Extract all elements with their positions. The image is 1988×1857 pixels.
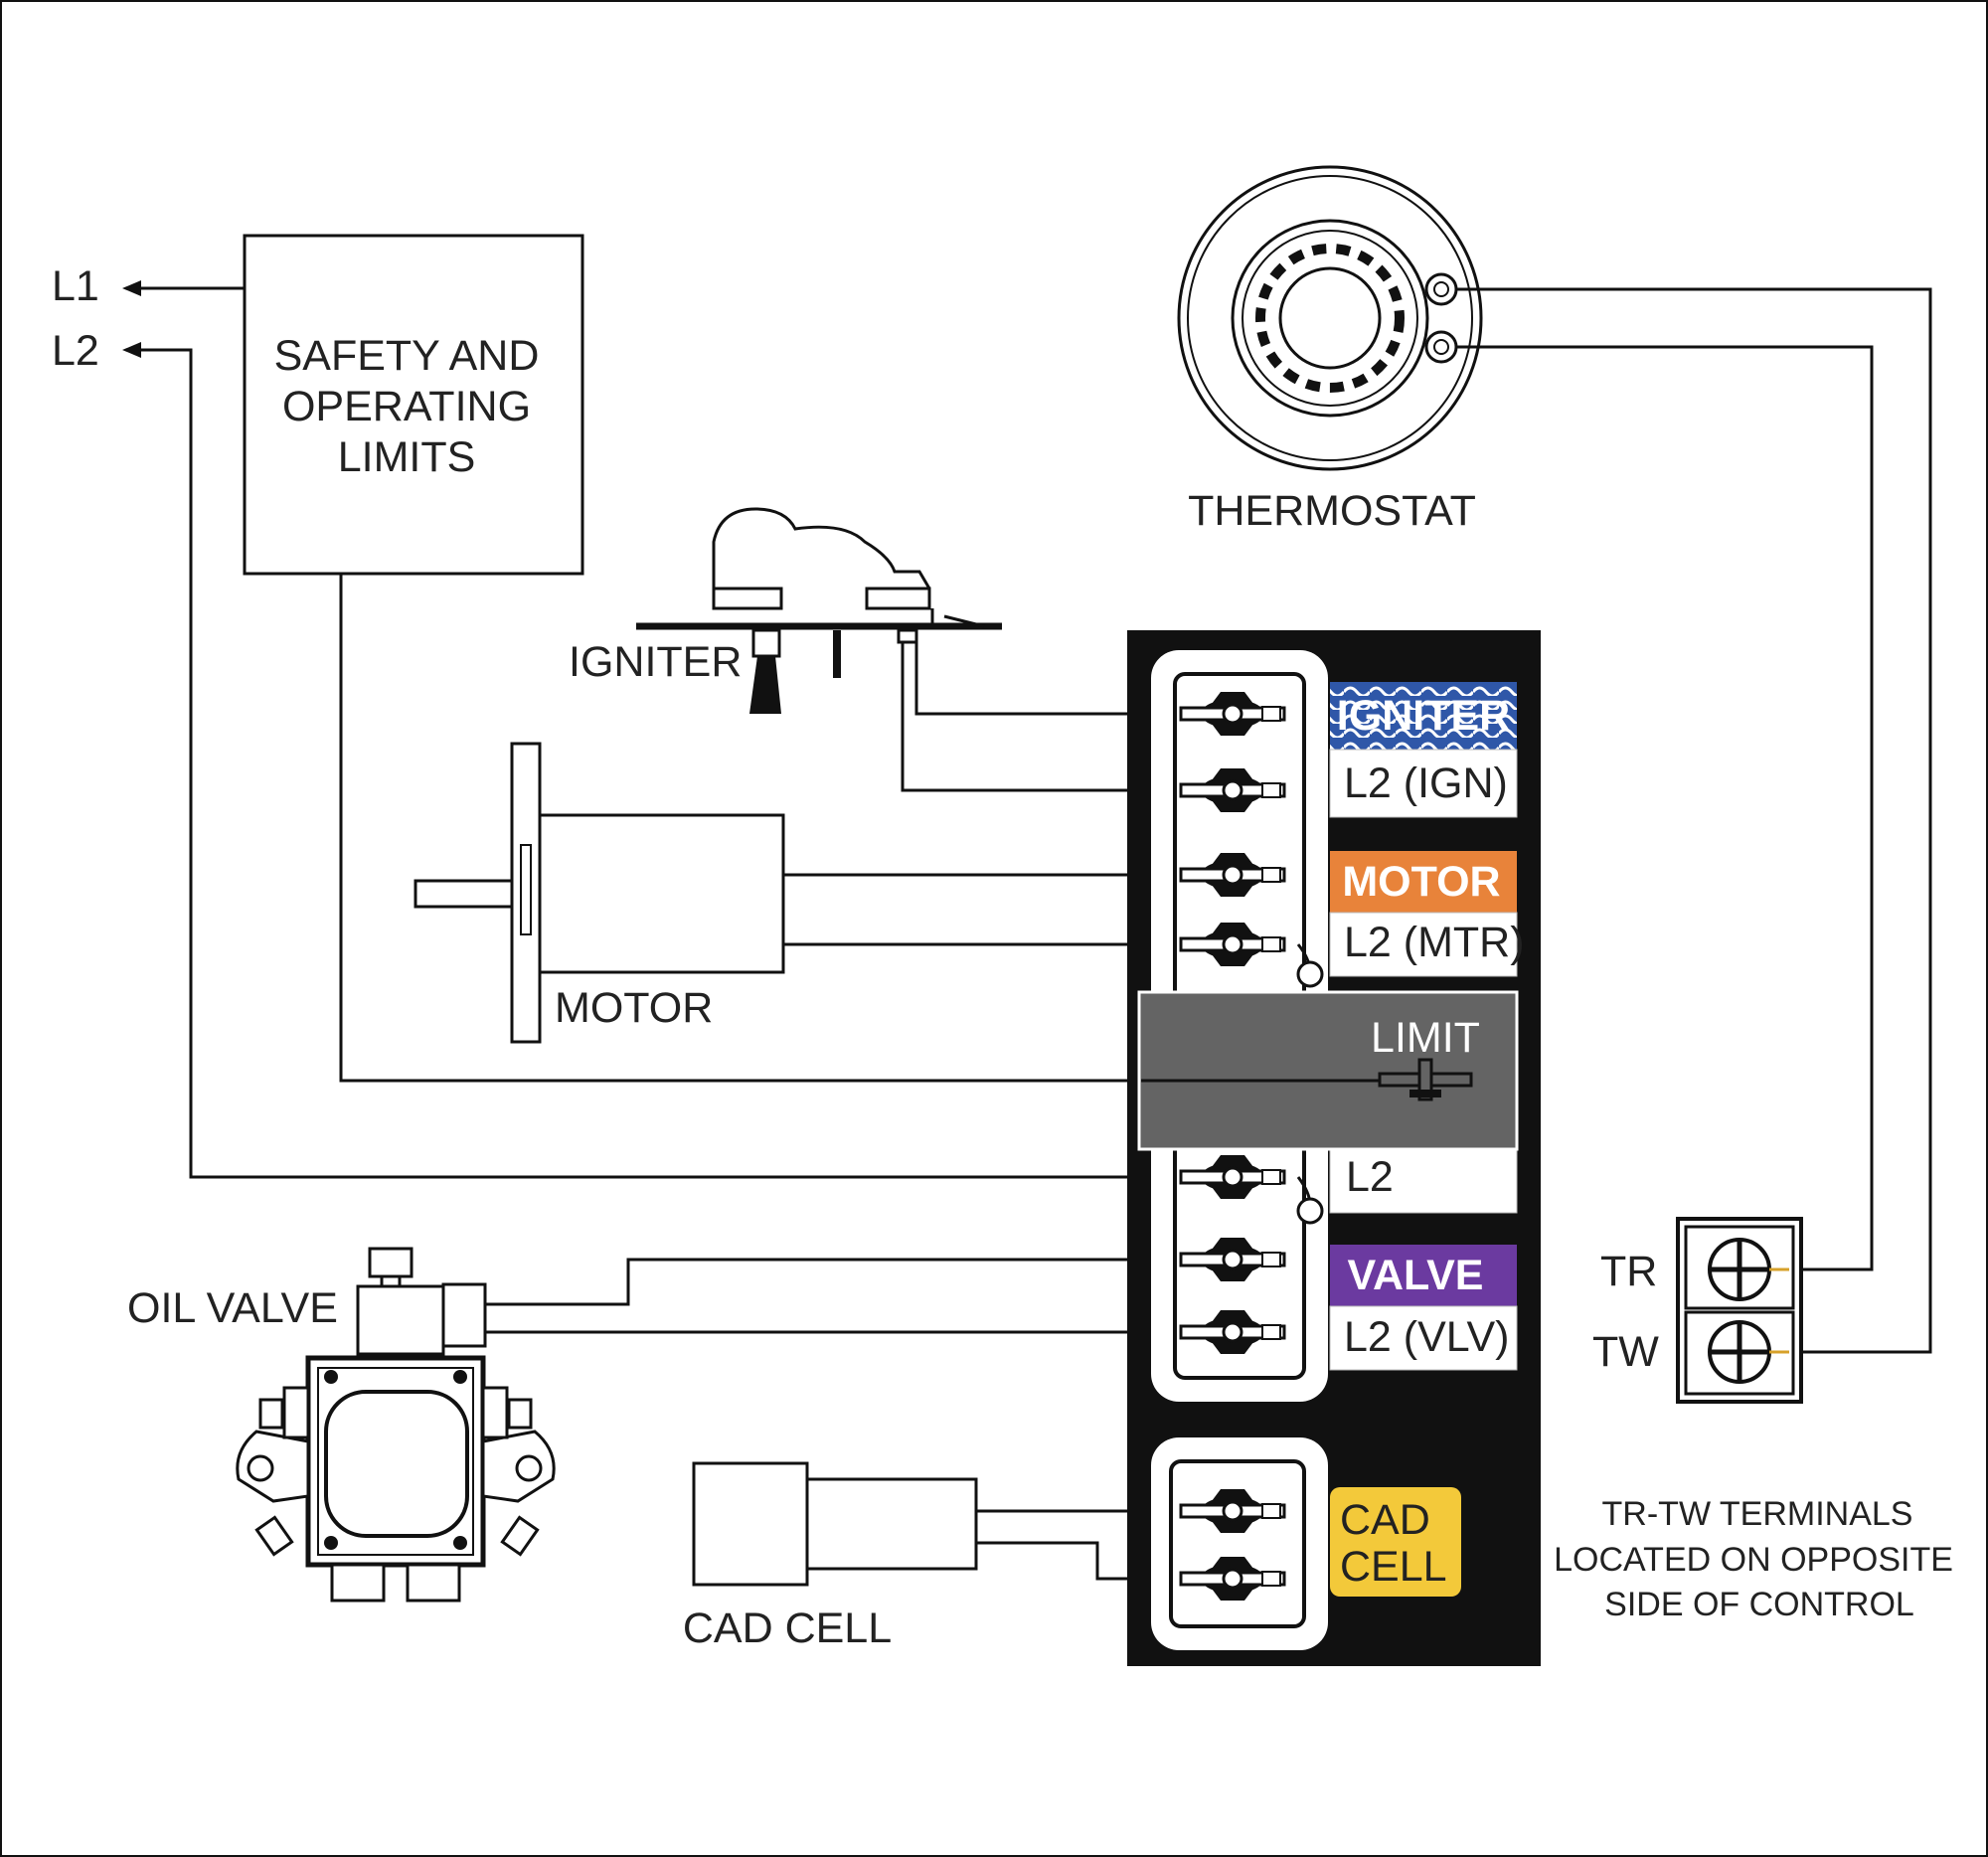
trtw-note-line-1: TR-TW TERMINALS bbox=[1602, 1495, 1913, 1533]
tw-label: TW bbox=[1592, 1328, 1659, 1376]
limits-line-2: OPERATING bbox=[282, 383, 531, 430]
thermostat-label: THERMOSTAT bbox=[1188, 487, 1476, 535]
motor-icon bbox=[414, 742, 785, 1044]
limits-line-1: SAFETY AND bbox=[274, 332, 540, 380]
control-module: IGNITER L2 (IGN) MOTOR L2 (MTR) L2 VALVE… bbox=[1127, 630, 1541, 1666]
limit-tag bbox=[1137, 990, 1519, 1151]
tw-terminal-screw[interactable] bbox=[1708, 1320, 1789, 1384]
limit-tag-text: LIMIT bbox=[1371, 1014, 1480, 1062]
motor-tag bbox=[1330, 851, 1517, 913]
l1-label: L1 bbox=[52, 262, 99, 310]
l2-tag-text: L2 bbox=[1346, 1153, 1394, 1201]
igniter-label: IGNITER bbox=[569, 638, 742, 686]
thermostat-icon bbox=[1177, 165, 1483, 471]
l1-arrow-icon bbox=[122, 280, 141, 296]
motor-tag-text: MOTOR bbox=[1342, 858, 1500, 906]
igniter-tag-text: IGNITER bbox=[1337, 692, 1510, 740]
trtw-note-line-3: SIDE OF CONTROL bbox=[1604, 1586, 1914, 1623]
igniter-tag bbox=[1330, 682, 1517, 750]
cad-tag-line-1: CAD bbox=[1340, 1496, 1430, 1544]
trtw-note-line-2: LOCATED ON OPPOSITE bbox=[1554, 1541, 1953, 1579]
valve-tag bbox=[1330, 1245, 1517, 1306]
cad-cell-tag bbox=[1330, 1487, 1461, 1597]
thermostat-r-wire bbox=[1456, 345, 1874, 1271]
tr-tw-terminal-block bbox=[1676, 1217, 1803, 1404]
tr-label: TR bbox=[1600, 1248, 1657, 1295]
igniter-icon bbox=[636, 507, 1002, 714]
l2-arrow-icon bbox=[122, 342, 141, 358]
limits-line-3: LIMITS bbox=[338, 433, 476, 481]
cad-cell-label: CAD CELL bbox=[683, 1604, 892, 1652]
l2-vlv-tag-text: L2 (VLV) bbox=[1344, 1313, 1510, 1361]
oil-valve-label: OIL VALVE bbox=[127, 1284, 338, 1332]
tr-terminal-screw[interactable] bbox=[1708, 1238, 1789, 1301]
cad-tag-line-2: CELL bbox=[1340, 1543, 1447, 1591]
safety-limits-box: SAFETY AND OPERATING LIMITS bbox=[141, 234, 1461, 1083]
l2-mtr-tag-text: L2 (MTR) bbox=[1344, 919, 1525, 966]
l2-label: L2 bbox=[52, 327, 99, 375]
supply-lines: L1 L2 bbox=[52, 262, 1183, 1179]
motor-label: MOTOR bbox=[555, 984, 713, 1032]
oil-valve-icon bbox=[236, 1247, 556, 1603]
thermostat-w-wire bbox=[1456, 287, 1932, 1354]
cad-cell-icon bbox=[692, 1461, 978, 1587]
valve-tag-text: VALVE bbox=[1348, 1252, 1484, 1299]
l2-ign-tag-text: L2 (IGN) bbox=[1344, 760, 1508, 807]
